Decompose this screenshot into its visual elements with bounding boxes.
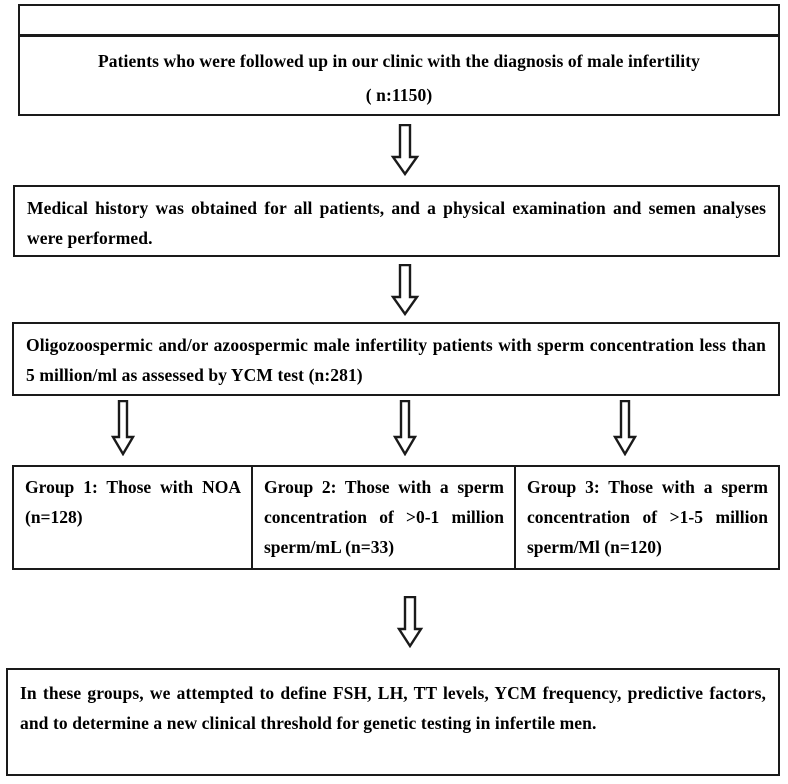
- node-group-2: Group 2: Those with a sperm concentratio…: [253, 467, 516, 568]
- node-group-3: Group 3: Those with a sperm concentratio…: [527, 477, 768, 558]
- empty-header-box: [18, 4, 780, 36]
- group-row: Group 1: Those with NOA (n=128) Group 2:…: [12, 465, 780, 570]
- down-block-arrow-icon: [392, 400, 418, 456]
- node-cohort: Patients who were followed up in our cli…: [18, 35, 780, 116]
- node-inclusion-text: Oligozoospermic and/or azoospermic male …: [26, 335, 766, 386]
- node-methods: Medical history was obtained for all pat…: [13, 185, 780, 257]
- node-cohort-line2: ( n:1150): [365, 85, 433, 106]
- node-group-1: Group 1: Those with NOA (n=128): [14, 467, 253, 568]
- node-outcome-text: In these groups, we attempted to define …: [20, 683, 766, 734]
- node-inclusion: Oligozoospermic and/or azoospermic male …: [12, 322, 780, 396]
- empty-header-box-text: [20, 6, 778, 16]
- node-methods-text: Medical history was obtained for all pat…: [27, 198, 766, 249]
- down-block-arrow-icon: [110, 400, 136, 456]
- down-block-arrow-icon: [612, 400, 638, 456]
- down-block-arrow-icon: [390, 264, 420, 316]
- down-block-arrow-icon: [390, 124, 420, 176]
- node-outcome: In these groups, we attempted to define …: [6, 668, 780, 776]
- down-block-arrow-icon: [396, 596, 424, 648]
- node-cohort-line1: Patients who were followed up in our cli…: [97, 51, 701, 71]
